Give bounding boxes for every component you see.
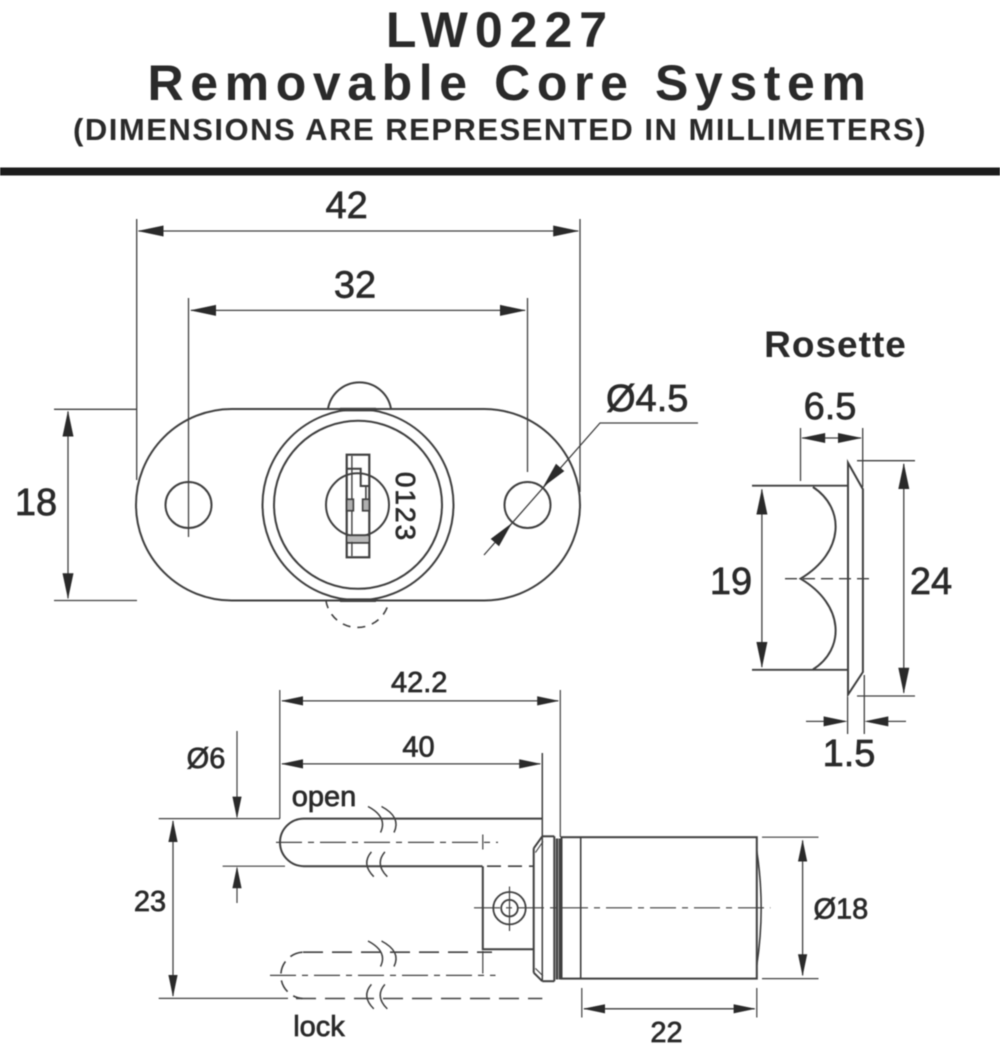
svg-text:42: 42 [325,185,367,227]
svg-text:6.5: 6.5 [804,386,857,428]
svg-text:Ø6: Ø6 [187,743,226,775]
svg-text:LW0227: LW0227 [386,2,614,58]
svg-text:1.5: 1.5 [823,733,876,775]
svg-text:lock: lock [293,1011,345,1043]
svg-text:42.2: 42.2 [391,667,447,699]
svg-text:22: 22 [650,1017,682,1049]
svg-text:Rosette: Rosette [764,324,907,365]
svg-text:Ø18: Ø18 [814,894,869,926]
svg-text:(DIMENSIONS ARE REPRESENTED IN: (DIMENSIONS ARE REPRESENTED IN MILLIMETE… [73,112,927,147]
svg-text:18: 18 [15,482,57,524]
svg-text:32: 32 [334,265,376,307]
svg-text:open: open [292,781,357,813]
svg-text:0123: 0123 [390,472,421,542]
svg-text:40: 40 [402,732,434,764]
svg-text:Ø4.5: Ø4.5 [606,378,688,420]
svg-text:24: 24 [910,561,952,603]
svg-text:23: 23 [134,886,166,918]
svg-text:Removable Core System: Removable Core System [148,55,873,111]
svg-text:19: 19 [710,561,752,603]
